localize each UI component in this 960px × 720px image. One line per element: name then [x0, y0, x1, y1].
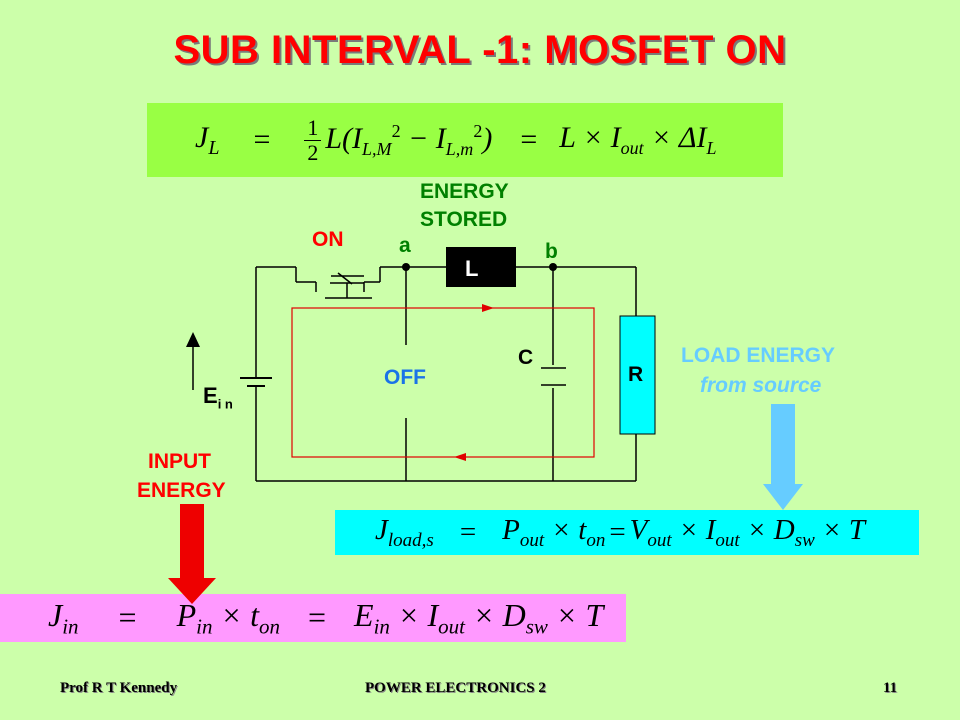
- source-label-main: E: [203, 383, 218, 408]
- load-energy-label-1: LOAD ENERGY: [681, 344, 836, 367]
- node-a-label: a: [399, 234, 411, 257]
- off-label: OFF: [384, 366, 426, 389]
- mosfet-switch: [295, 267, 381, 299]
- source-label: Ei n: [203, 383, 233, 411]
- energy-stored-label-1: ENERGY: [420, 180, 509, 203]
- input-energy-label-1: INPUT: [148, 450, 211, 473]
- input-energy-arrowhead: [168, 578, 216, 604]
- node-b: [549, 263, 557, 271]
- inductor-label: L: [465, 256, 479, 281]
- current-arrow-bottom: [454, 453, 466, 461]
- resistor: [619, 315, 656, 435]
- load-energy-arrow-shaft: [771, 404, 795, 486]
- footer-course: POWER ELECTRONICS 2: [365, 680, 546, 696]
- node-b-label: b: [545, 240, 558, 263]
- input-energy-label-2: ENERGY: [137, 479, 226, 502]
- source-voltage-arrowhead: [186, 332, 200, 347]
- current-arrow-top: [482, 304, 494, 312]
- load-energy-label-2: from source: [700, 374, 822, 397]
- current-loop: [291, 307, 595, 458]
- footer-author: Prof R T Kennedy: [60, 680, 178, 696]
- load-energy-equation: Jload,s = Pout × ton = Vout × Iout × Dsw…: [335, 510, 919, 555]
- node-a: [402, 263, 410, 271]
- input-energy-equation: Jin = Pin × ton = Ein × Iout × Dsw × T: [0, 594, 626, 642]
- inductor: [446, 247, 516, 287]
- capacitor-label: C: [518, 346, 534, 369]
- input-energy-arrow-shaft: [180, 504, 204, 580]
- slide-title: SUB INTERVAL -1: MOSFET ON: [173, 28, 787, 72]
- load-energy-arrowhead: [763, 484, 803, 510]
- source-label-sub: i n: [217, 396, 233, 412]
- on-label: ON: [312, 228, 344, 251]
- footer-page-number: 11: [883, 680, 898, 696]
- energy-stored-label-2: STORED: [420, 208, 508, 231]
- resistor-label: R: [628, 363, 644, 386]
